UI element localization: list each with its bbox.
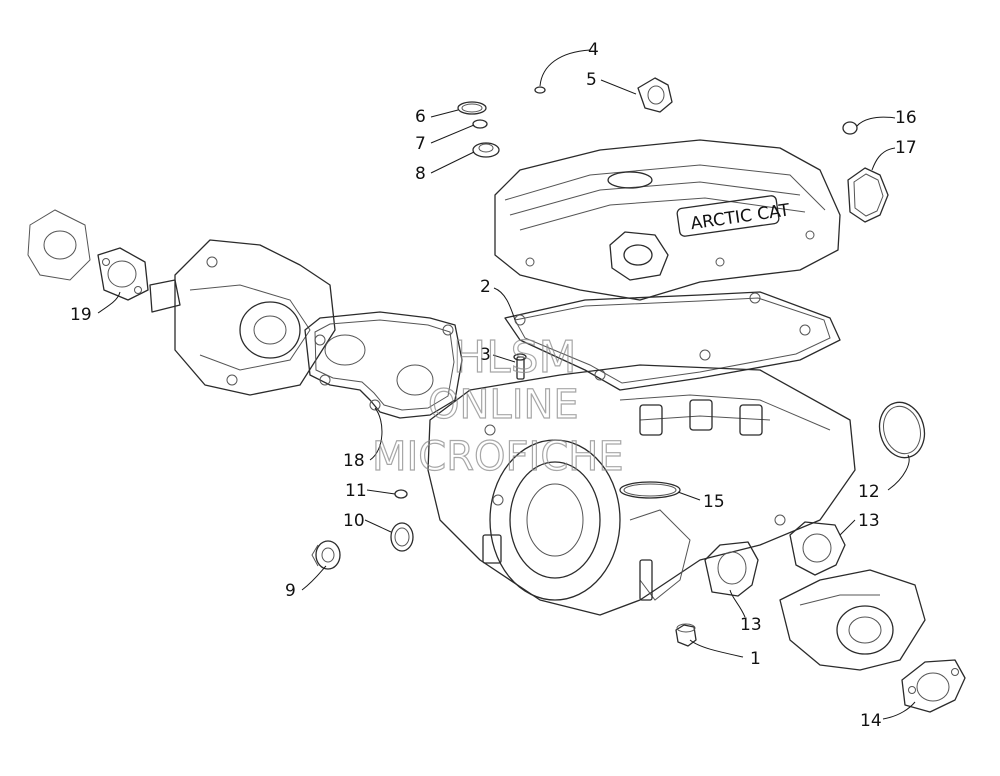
seal-8 xyxy=(472,142,500,158)
o-ring-large xyxy=(878,401,926,459)
watermark-line-1: HLSM xyxy=(453,332,577,383)
callout-19: 19 xyxy=(70,305,92,325)
callout-2: 2 xyxy=(480,277,491,297)
watermark-line-2: ONLINE xyxy=(428,382,579,428)
callout-4: 4 xyxy=(588,40,599,60)
callout-5: 5 xyxy=(586,70,597,90)
callout-12: 12 xyxy=(858,482,880,502)
callout-3: 3 xyxy=(480,345,491,365)
callout-10: 10 xyxy=(343,511,365,531)
gasket-17 xyxy=(847,167,889,223)
washer xyxy=(390,522,414,552)
callout-13-right: 13 xyxy=(858,511,880,531)
intake-manifold xyxy=(149,239,336,396)
leader-lines xyxy=(97,49,916,720)
throttle-body xyxy=(27,209,91,281)
drain-plug xyxy=(675,623,697,647)
oil-seal xyxy=(311,540,341,570)
callout-17: 17 xyxy=(895,138,917,158)
throttle-gasket xyxy=(97,247,149,301)
o-ring-4 xyxy=(534,86,546,94)
callout-11: 11 xyxy=(345,481,367,501)
callout-15: 15 xyxy=(703,492,725,512)
valve-cover: ARCTIC CAT xyxy=(494,139,841,301)
callout-18: 18 xyxy=(343,451,365,471)
callout-6: 6 xyxy=(415,107,426,127)
manifold-gasket xyxy=(304,311,463,419)
o-ring-7 xyxy=(472,119,488,129)
callout-7: 7 xyxy=(415,134,426,154)
exhaust-flange xyxy=(779,569,926,671)
callout-16: 16 xyxy=(895,108,917,128)
callout-14: 14 xyxy=(860,711,882,731)
callout-1: 1 xyxy=(750,649,761,669)
o-ring-6 xyxy=(457,101,487,115)
callout-9: 9 xyxy=(285,581,296,601)
bolt xyxy=(513,353,527,380)
exhaust-gasket xyxy=(901,659,966,713)
valve-cover-gasket xyxy=(504,291,841,391)
o-ring-cam xyxy=(619,481,681,499)
small-o-ring xyxy=(394,489,408,499)
callout-8: 8 xyxy=(415,164,426,184)
callout-13-lower: 13 xyxy=(740,615,762,635)
cylinder-head xyxy=(427,364,856,616)
watermark: HLSM ONLINE MICROFICHE xyxy=(371,331,624,480)
callout-labels: 1 2 3 4 5 6 7 8 9 10 11 12 13 13 14 15 1… xyxy=(70,40,917,731)
breather-fitting xyxy=(637,77,673,113)
port-gasket-lower xyxy=(704,541,759,597)
port-gasket-right xyxy=(789,521,846,576)
o-ring-16 xyxy=(842,121,858,135)
watermark-line-3: MICROFICHE xyxy=(372,434,624,480)
